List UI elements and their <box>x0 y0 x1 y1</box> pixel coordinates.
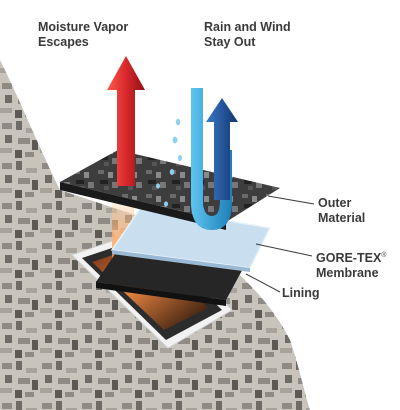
moisture-vapor-label: Moisture Vapor Escapes <box>38 20 129 49</box>
leader-membrane <box>255 243 313 257</box>
lining-label: Lining <box>282 286 320 300</box>
outer-material-edge <box>60 182 226 230</box>
membrane-label: GORE-TEX®Membrane <box>316 248 400 281</box>
membrane-word-text: Membrane <box>316 266 379 280</box>
membrane-layer-edge <box>112 250 250 272</box>
jacket-sleeve <box>0 190 70 330</box>
leader-outer-material <box>267 195 315 205</box>
leader-lines <box>245 195 315 293</box>
registered-mark: ® <box>381 252 387 259</box>
rain-wind-label: Rain and Wind Stay Out <box>204 20 291 49</box>
lining-layer-edge <box>96 282 226 306</box>
moisture-vapor-arrow <box>107 56 145 186</box>
leader-lining <box>245 273 281 293</box>
wind-arrow <box>206 98 238 200</box>
membrane-brand-text: GORE-TEX <box>316 251 382 265</box>
water-drops <box>156 118 182 207</box>
outer-material-label: Outer Material <box>318 196 366 225</box>
